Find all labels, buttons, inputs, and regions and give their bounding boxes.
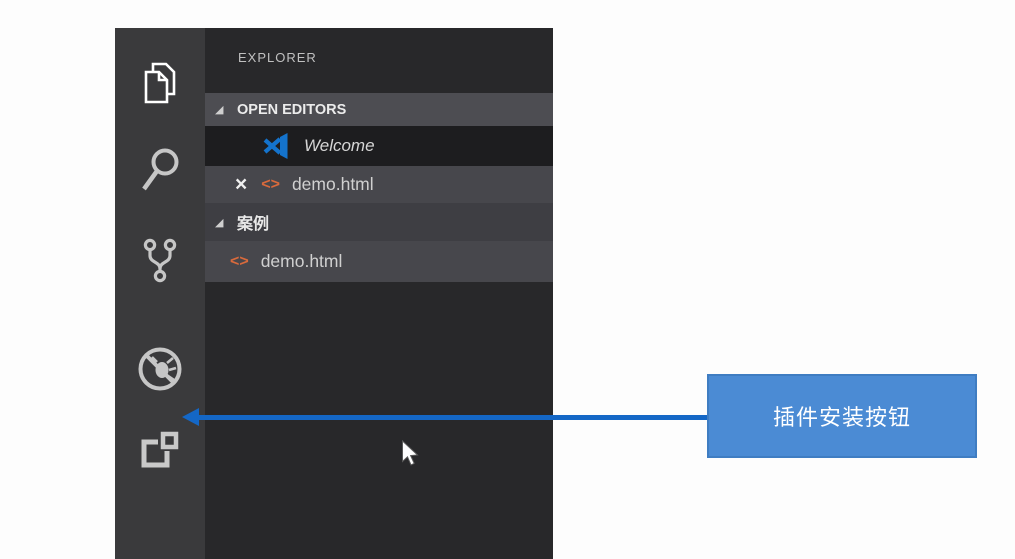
annotation-callout: 插件安装按钮	[707, 374, 977, 458]
close-icon[interactable]: ×	[235, 173, 248, 196]
sidebar-title: EXPLORER	[238, 50, 317, 65]
activity-item-explorer[interactable]	[115, 50, 205, 120]
search-icon	[138, 146, 182, 205]
html-file-icon: <>	[230, 252, 249, 270]
open-editor-demo-label: demo.html	[291, 174, 374, 194]
mouse-cursor-icon	[401, 439, 420, 472]
files-icon	[142, 62, 178, 109]
annotation-arrowhead	[182, 408, 199, 426]
open-editors-header[interactable]: ◢ OPEN EDITORS	[205, 93, 553, 126]
file-item-demo[interactable]: <> demo.html	[205, 241, 553, 282]
explorer-sidebar: EXPLORER ◢ OPEN EDITORS Welcome × <>	[205, 28, 553, 559]
vs-logo-icon	[262, 131, 290, 161]
debug-icon	[135, 344, 185, 399]
file-demo-label: demo.html	[260, 251, 343, 271]
activity-item-debug[interactable]	[115, 336, 205, 406]
annotation-arrow-line	[198, 415, 707, 420]
twistie-expanded-icon: ◢	[215, 104, 224, 116]
folder-name-label: 案例	[237, 216, 270, 233]
twistie-expanded-icon: ◢	[215, 216, 224, 229]
open-editors-label: OPEN EDITORS	[237, 101, 347, 118]
open-editor-item-demo[interactable]: × <> demo.html	[205, 166, 553, 203]
open-editor-item-welcome[interactable]: Welcome	[205, 126, 553, 166]
folder-header-anli[interactable]: ◢ 案例	[205, 203, 553, 241]
annotation-label: 插件安装按钮	[772, 405, 911, 430]
activity-item-source-control[interactable]	[115, 228, 205, 298]
html-file-icon: <>	[261, 175, 280, 193]
activity-item-extensions[interactable]	[115, 416, 205, 486]
welcome-tab-label: Welcome	[304, 136, 375, 155]
git-branch-icon	[141, 237, 179, 290]
extensions-icon	[140, 429, 180, 474]
activity-bar	[115, 28, 205, 559]
activity-item-search[interactable]	[115, 140, 205, 210]
